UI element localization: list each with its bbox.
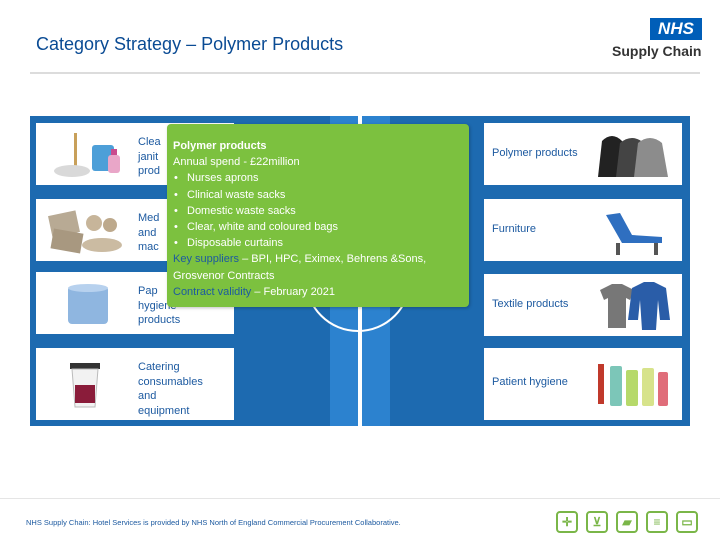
monitor-icon[interactable]: ▭ xyxy=(676,511,698,533)
cart-icon[interactable]: ⊻ xyxy=(586,511,608,533)
left-card-line: mac xyxy=(138,241,159,253)
garments-icon xyxy=(600,282,670,330)
callout-item: Clinical waste sacks xyxy=(173,187,463,203)
crosshair-icon[interactable]: ✛ xyxy=(556,511,578,533)
callout-item: Clear, white and coloured bags xyxy=(173,219,463,235)
right-card-furniture[interactable]: Furniture xyxy=(484,199,682,261)
left-card-line: Clea xyxy=(138,136,161,148)
left-card-line: janit xyxy=(138,150,159,163)
right-card-label: Furniture xyxy=(492,223,537,235)
left-card-line: consumables xyxy=(138,375,203,388)
catering-cup-icon xyxy=(70,363,100,408)
left-card-line: and xyxy=(138,390,157,402)
right-card-label: Textile products xyxy=(492,298,569,310)
left-card-cleaning-text: Clea janit prod xyxy=(138,135,161,179)
left-card-paper-text: Pap hygiene products xyxy=(138,284,180,328)
left-card-line: Catering xyxy=(138,361,180,373)
callout-item-list: Nurses aprons Clinical waste sacks Domes… xyxy=(173,170,463,251)
callout-suppliers: Key suppliers – BPI, HPC, Eximex, Behren… xyxy=(173,251,463,267)
hygiene-bottles-icon xyxy=(598,364,668,406)
suppliers-label: Key suppliers xyxy=(173,253,240,266)
footer-text: NHS Supply Chain: Hotel Services is prov… xyxy=(26,518,401,527)
left-card-medical-text: Med and mac xyxy=(138,211,159,255)
left-card-line: products xyxy=(138,314,181,326)
left-card-line: equipment xyxy=(138,404,190,417)
callout-suppliers-cont: Grosvenor Contracts xyxy=(173,269,275,282)
callout-item: Disposable curtains xyxy=(173,235,463,251)
header-divider xyxy=(30,72,700,74)
callout-validity: Contract validity – February 2021 xyxy=(173,284,463,300)
paper-roll-icon xyxy=(68,284,108,324)
right-card-label: Patient hygiene xyxy=(492,376,568,388)
document-icon[interactable]: ≡ xyxy=(646,511,668,533)
footer: NHS Supply Chain: Hotel Services is prov… xyxy=(0,498,720,540)
callout-item: Nurses aprons xyxy=(173,170,463,186)
validity-text: – February 2021 xyxy=(251,285,336,298)
nhs-logo-mark: NHS xyxy=(650,18,702,40)
left-card-line: Med xyxy=(138,212,160,224)
callout-spend: Annual spend - £22million xyxy=(173,156,300,169)
left-card-line: prod xyxy=(138,165,161,177)
right-card-label: Polymer products xyxy=(492,147,578,159)
left-card-catering-text: Catering consumables and equipment xyxy=(138,360,203,418)
medical-records-icon xyxy=(48,210,122,254)
cleaning-mop-bucket-icon xyxy=(54,133,120,177)
left-card-line: hygiene xyxy=(138,299,177,312)
validity-label: Contract validity xyxy=(173,285,252,298)
left-card-catering[interactable]: Catering consumables and equipment xyxy=(36,348,234,420)
truck-icon[interactable]: ▰ xyxy=(616,511,638,533)
suppliers-text: – BPI, HPC, Eximex, Behrens &Sons, xyxy=(239,253,427,266)
page-title: Category Strategy – Polymer Products xyxy=(36,34,344,54)
callout-title: Polymer products xyxy=(173,140,267,152)
left-card-line: and xyxy=(138,226,157,239)
left-card-line: Pap xyxy=(138,285,158,297)
nhs-supply-chain-logo: NHS Supply Chain xyxy=(612,18,704,59)
right-card-textile[interactable]: Textile products xyxy=(484,274,682,336)
callout-item: Domestic waste sacks xyxy=(173,203,463,219)
right-card-polymer[interactable]: Polymer products xyxy=(484,123,682,185)
patient-chair-icon xyxy=(606,213,662,255)
right-card-patient-hygiene[interactable]: Patient hygiene xyxy=(484,348,682,420)
footer-icons: ✛ ⊻ ▰ ≡ ▭ xyxy=(556,511,698,533)
bin-bags-icon xyxy=(598,136,668,177)
logo-subtitle: Supply Chain xyxy=(612,43,702,59)
polymer-products-callout: Polymer products Annual spend - £22milli… xyxy=(167,124,469,307)
